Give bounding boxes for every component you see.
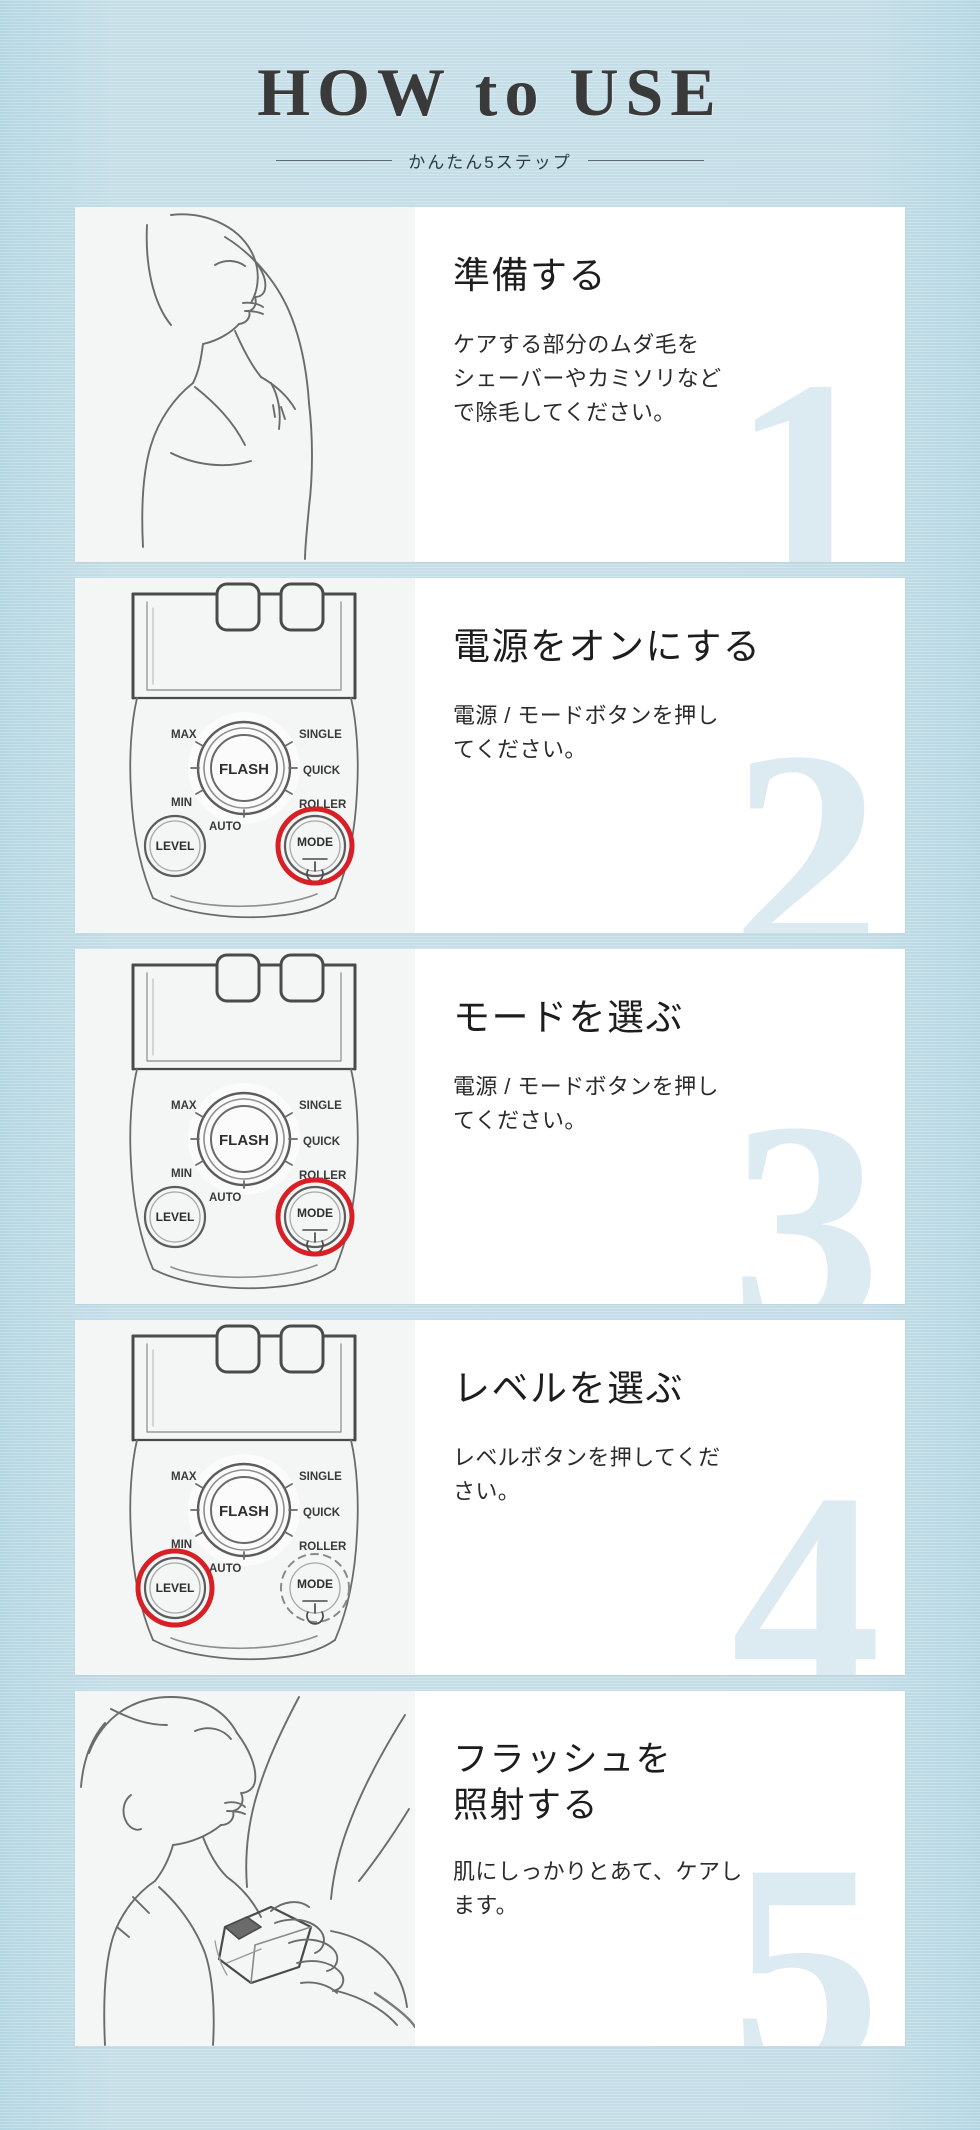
step-4-figure: MAX MIN AUTO SINGLE QUICK ROLLER FLASH L…: [75, 1320, 415, 1675]
device-label-level: LEVEL: [156, 839, 195, 853]
device-label-level: LEVEL: [156, 1581, 195, 1595]
subtitle-rule-left: [276, 160, 393, 161]
step-5-number: 5: [731, 1802, 881, 2046]
device-label-quick: QUICK: [303, 1507, 341, 1519]
device-label-flash: FLASH: [219, 1132, 269, 1149]
device-label-min: MIN: [171, 1168, 192, 1180]
device-label-roller: ROLLER: [299, 1541, 347, 1553]
device-label-auto: AUTO: [209, 1563, 241, 1575]
subtitle-row: かんたん5ステップ: [0, 148, 980, 173]
step-3-text: 電源 / モードボタンを押し てください。: [453, 1073, 719, 1133]
subtitle-rule-right: [587, 160, 704, 161]
step-4-body: 4 レベルを選ぶ レベルボタンを押してくだ さい。: [415, 1320, 905, 1675]
device-label-single: SINGLE: [299, 1100, 342, 1112]
woman-applying-device-icon: [80, 1696, 415, 2046]
device-control-panel-icon: MAX MIN AUTO SINGLE QUICK ROLLER FLASH L…: [129, 953, 359, 1290]
device-label-max: MAX: [171, 1471, 197, 1483]
step-1-heading: 準備する: [453, 256, 607, 297]
step-3-heading: モードを選ぶ: [453, 998, 684, 1039]
mode-button-highlight-ring: [275, 1177, 355, 1257]
step-card-5: 5 フラッシュを 照射する 肌にしっかりとあて、ケアし ます。: [75, 1691, 905, 2046]
step-card-3: MAX MIN AUTO SINGLE QUICK ROLLER FLASH L…: [75, 949, 905, 1304]
step-card-1: 1 準備する ケアする部分のムダ毛を シェーバーやカミソリなど で除毛してくださ…: [75, 207, 905, 562]
step-3-figure: MAX MIN AUTO SINGLE QUICK ROLLER FLASH L…: [75, 949, 415, 1304]
device-control-panel-icon: MAX MIN AUTO SINGLE QUICK ROLLER FLASH L…: [129, 582, 359, 919]
device-label-auto: AUTO: [209, 821, 241, 833]
device-label-quick: QUICK: [303, 765, 341, 777]
page-title: HOW to USE: [257, 54, 723, 130]
device-label-min: MIN: [171, 797, 192, 809]
step-card-4: MAX MIN AUTO SINGLE QUICK ROLLER FLASH L…: [75, 1320, 905, 1675]
device-label-mode: MODE: [297, 1577, 333, 1591]
step-2-heading: 電源をオンにする: [453, 627, 762, 668]
device-label-flash: FLASH: [219, 1503, 269, 1520]
step-3-body: 3 モードを選ぶ 電源 / モードボタンを押し てください。: [415, 949, 905, 1304]
step-4-heading: レベルを選ぶ: [453, 1369, 684, 1410]
step-5-text: 肌にしっかりとあて、ケアし ます。: [453, 1859, 743, 1919]
step-1-body: 1 準備する ケアする部分のムダ毛を シェーバーやカミソリなど で除毛してくださ…: [415, 207, 905, 562]
step-4-text: レベルボタンを押してくだ さい。: [453, 1444, 721, 1504]
device-control-panel-icon: MAX MIN AUTO SINGLE QUICK ROLLER FLASH L…: [129, 1324, 359, 1661]
device-label-min: MIN: [171, 1539, 192, 1551]
step-2-figure: MAX MIN AUTO SINGLE QUICK ROLLER FLASH L…: [75, 578, 415, 933]
step-5-body: 5 フラッシュを 照射する 肌にしっかりとあて、ケアし ます。: [415, 1691, 905, 2046]
page-header: HOW to USE かんたん5ステップ: [0, 0, 980, 173]
step-1-figure: [75, 207, 415, 562]
mode-button-highlight-ring: [275, 806, 355, 886]
step-5-heading: フラッシュを 照射する: [453, 1740, 673, 1826]
step-2-text: 電源 / モードボタンを押し てください。: [453, 702, 719, 762]
step-1-text: ケアする部分のムダ毛を シェーバーやカミソリなど で除毛してください。: [453, 331, 722, 426]
device-label-single: SINGLE: [299, 1471, 342, 1483]
device-label-flash: FLASH: [219, 761, 269, 778]
device-label-mode: MODE: [297, 1206, 333, 1220]
page-subtitle: かんたん5ステップ: [408, 153, 572, 172]
level-button-highlight-ring: [135, 1548, 215, 1628]
step-card-list: 1 準備する ケアする部分のムダ毛を シェーバーやカミソリなど で除毛してくださ…: [0, 207, 980, 2046]
woman-underarm-line-art-icon: [141, 213, 313, 560]
device-label-single: SINGLE: [299, 729, 342, 741]
step-5-figure: [75, 1691, 415, 2046]
device-label-auto: AUTO: [209, 1192, 241, 1204]
device-label-mode: MODE: [297, 835, 333, 849]
device-label-max: MAX: [171, 729, 197, 741]
step-card-2: MAX MIN AUTO SINGLE QUICK ROLLER FLASH L…: [75, 578, 905, 933]
device-label-max: MAX: [171, 1100, 197, 1112]
step-2-body: 2 電源をオンにする 電源 / モードボタンを押し てください。: [415, 578, 905, 933]
device-label-quick: QUICK: [303, 1136, 341, 1148]
device-label-level: LEVEL: [156, 1210, 195, 1224]
